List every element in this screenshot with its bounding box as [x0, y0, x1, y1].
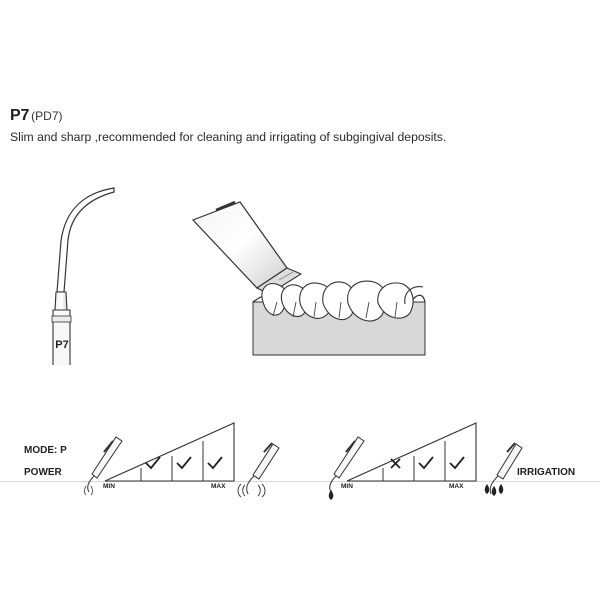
- product-header: P7 (PD7) Slim and sharp ,recommended for…: [10, 108, 590, 145]
- tip-label: P7: [55, 339, 68, 351]
- check-icon: [449, 456, 465, 470]
- check-icon: [207, 456, 223, 470]
- power-settings-panel: [84, 422, 235, 496]
- scaler-tip-icon: P7: [51, 187, 115, 365]
- spray-icon: [484, 442, 523, 496]
- teeth-illustration-icon: [191, 200, 426, 356]
- product-code: P7: [10, 107, 30, 124]
- water-drop-icon: [328, 490, 334, 500]
- check-icon: [418, 456, 434, 470]
- check-icon: [176, 456, 192, 470]
- vibration-icon: [237, 442, 280, 498]
- irrigation-label: IRRIGATION: [517, 467, 576, 478]
- check-icon: [145, 456, 161, 470]
- product-title: P7 (PD7): [10, 108, 590, 124]
- irrigation-min-label: MIN: [341, 483, 353, 490]
- section-divider: [0, 481, 600, 482]
- mode-label: MODE: P: [24, 445, 67, 456]
- power-label: POWER: [24, 467, 62, 478]
- product-alt-code: (PD7): [31, 109, 63, 123]
- irrigation-settings-panel: [328, 422, 477, 500]
- cross-icon: [390, 458, 401, 469]
- irrigation-max-label: MAX: [449, 483, 464, 490]
- product-description: Slim and sharp ,recommended for cleaning…: [10, 130, 447, 144]
- power-min-label: MIN: [103, 483, 115, 490]
- power-max-label: MAX: [211, 483, 226, 490]
